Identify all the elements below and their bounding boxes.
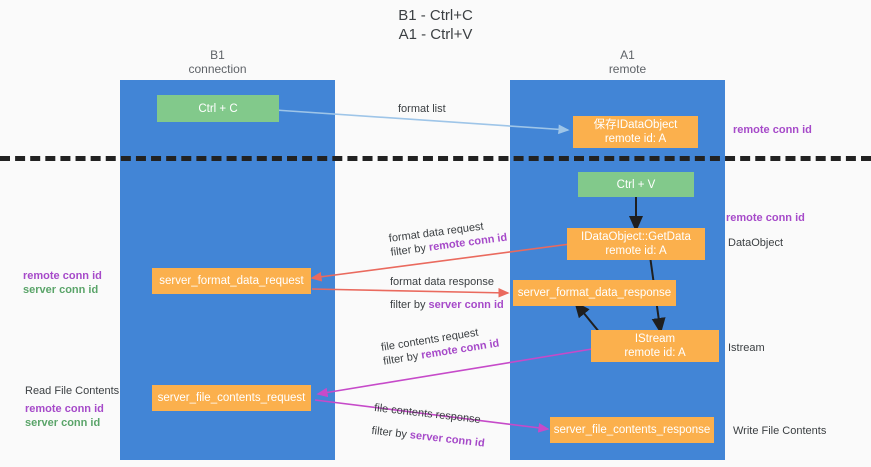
node-server-format-data-request[interactable]: server_format_data_request xyxy=(152,268,311,294)
edge-filter-prefix-3: filter by xyxy=(382,350,420,368)
phase-separator xyxy=(0,156,871,161)
lane-header-a1-name: A1 xyxy=(620,48,635,62)
node-idataobject-getdata-sub: remote id: A xyxy=(605,245,667,257)
edge-filter-prefix-2: filter by xyxy=(390,299,426,311)
annotation-write-file-contents: Write File Contents xyxy=(733,425,827,437)
node-server-file-contents-response[interactable]: server_file_contents_response xyxy=(550,417,714,443)
edge-filter-key-2: server conn id xyxy=(428,299,504,311)
annotation-server-conn-id-a: server conn id xyxy=(23,284,99,296)
node-server-file-contents-request[interactable]: server_file_contents_request xyxy=(152,385,311,411)
title-line-2: A1 - Ctrl+V xyxy=(398,26,473,43)
lane-header-a1: A1 remote xyxy=(560,48,695,76)
node-ctrl-v-label: Ctrl + V xyxy=(616,178,656,191)
diagram-title: B1 - Ctrl+C A1 - Ctrl+V xyxy=(0,6,871,44)
edge-filter-format-data-response: filter by server conn id xyxy=(390,298,504,312)
edge-filter-prefix-4: filter by xyxy=(370,424,408,441)
edge-label-file-contents-response-group: file contents response filter by server … xyxy=(371,401,488,451)
edge-filter-key-4: server conn id xyxy=(409,429,486,450)
node-server-format-data-response-label: server_format_data_response xyxy=(517,287,672,299)
node-ctrl-v[interactable]: Ctrl + V xyxy=(578,172,694,197)
annotation-remote-conn-id-b: remote conn id xyxy=(25,403,104,415)
node-server-format-data-response[interactable]: server_format_data_response xyxy=(513,280,676,306)
annotation-server-conn-id-b: server conn id xyxy=(25,417,101,429)
node-server-file-contents-request-label: server_file_contents_request xyxy=(157,392,306,404)
lane-header-a1-role: remote xyxy=(608,62,647,76)
edge-label-format-data-request-group: format data request filter by remote con… xyxy=(388,217,508,260)
node-istream-label: IStream xyxy=(634,333,676,345)
node-store-idataobject[interactable]: 保存IDataObject remote id: A xyxy=(573,116,698,148)
edge-label-file-contents-response: file contents response xyxy=(373,401,482,427)
edge-label-format-data-response: format data response xyxy=(390,276,494,288)
annotation-read-file-contents: Read File Contents xyxy=(25,385,120,397)
title-line-1: B1 - Ctrl+C xyxy=(398,7,473,24)
lane-header-b1-name: B1 xyxy=(210,48,225,62)
edge-label-format-list: format list xyxy=(398,103,446,115)
node-ctrl-c-label: Ctrl + C xyxy=(198,102,238,115)
node-istream[interactable]: IStream remote id: A xyxy=(591,330,719,362)
annotation-remote-conn-id-top: remote conn id xyxy=(733,124,812,136)
lane-header-b1-role: connection xyxy=(188,62,247,76)
edge-filter-prefix: filter by xyxy=(389,242,427,259)
node-istream-sub: remote id: A xyxy=(624,347,686,359)
annotation-remote-conn-id-a: remote conn id xyxy=(23,270,102,282)
node-store-idataobject-sub: remote id: A xyxy=(604,133,667,145)
annotation-istream: Istream xyxy=(728,342,765,354)
node-ctrl-c[interactable]: Ctrl + C xyxy=(157,95,279,122)
node-server-format-data-request-label: server_format_data_request xyxy=(159,275,304,287)
edge-filter-file-contents-response: filter by server conn id xyxy=(371,424,486,451)
node-idataobject-getdata[interactable]: IDataObject::GetData remote id: A xyxy=(567,228,705,260)
edge-label-format-data-response-group: format data response filter by server co… xyxy=(390,275,504,312)
node-idataobject-getdata-label: IDataObject::GetData xyxy=(581,231,691,243)
annotation-dataobject: DataObject xyxy=(728,237,784,249)
node-store-idataobject-label: 保存IDataObject xyxy=(593,119,678,131)
annotation-remote-conn-id-mid: remote conn id xyxy=(726,212,805,224)
lane-header-b1: B1 connection xyxy=(150,48,285,76)
edge-label-file-contents-request-group: file contents request filter by remote c… xyxy=(380,323,500,369)
node-server-file-contents-response-label: server_file_contents_response xyxy=(553,424,711,436)
